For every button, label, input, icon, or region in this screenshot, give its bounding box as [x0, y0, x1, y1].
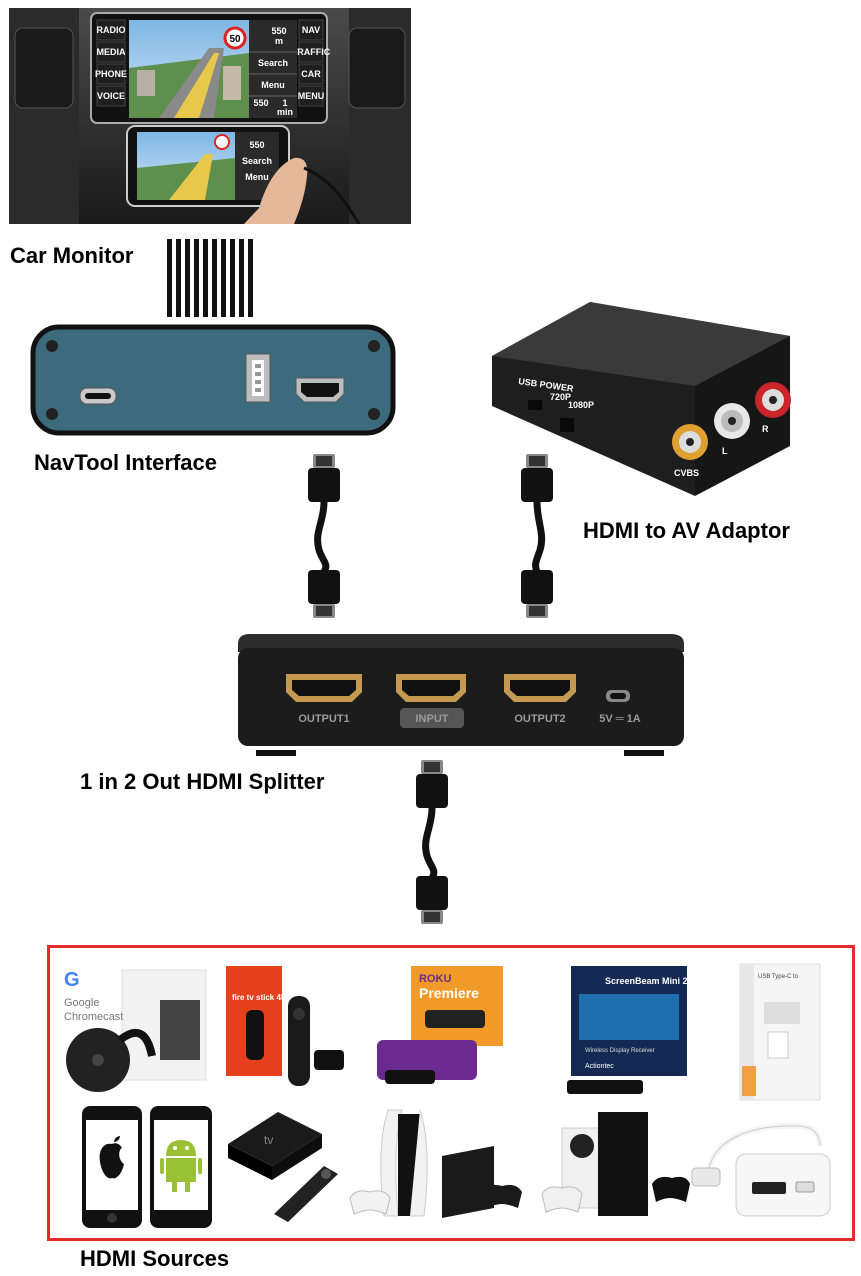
- svg-text:m: m: [275, 36, 283, 46]
- iphone-product: [80, 1104, 144, 1230]
- hdmi-cable-adaptor: [512, 452, 562, 620]
- svg-text:OUTPUT2: OUTPUT2: [514, 713, 565, 725]
- rca-r-jack: [755, 382, 791, 418]
- svg-text:ScreenBeam Mini 2: ScreenBeam Mini 2: [605, 976, 688, 986]
- hdmi-av-adaptor: USB POWER 720P 1080P CVBS L R: [490, 296, 802, 504]
- navtool-interface-box: [30, 324, 396, 436]
- svg-text:Menu: Menu: [245, 172, 269, 182]
- splitter-label: 1 in 2 Out HDMI Splitter: [80, 769, 325, 794]
- svg-text:NAV: NAV: [302, 25, 320, 35]
- splitter-output2-port: [504, 674, 576, 702]
- svg-text:R: R: [762, 424, 769, 434]
- head-unit-left-buttons: RADIO MEDIA PHONE VOICE: [95, 19, 127, 107]
- hdmi-cable-source: [407, 758, 457, 926]
- car-monitor-label: Car Monitor: [10, 243, 134, 268]
- firetv-product: fire tv stick 4K: [220, 960, 348, 1095]
- svg-text:VOICE: VOICE: [97, 91, 125, 101]
- svg-text:USB Type-C to: USB Type-C to: [758, 974, 799, 980]
- svg-text:CAR: CAR: [301, 69, 321, 79]
- navtool-label: NavTool Interface: [34, 450, 217, 475]
- appletv-product: tv: [222, 1104, 348, 1224]
- svg-text:tv: tv: [264, 1133, 273, 1147]
- svg-text:min: min: [277, 107, 293, 117]
- svg-text:OUTPUT1: OUTPUT1: [298, 713, 349, 725]
- svg-text:fire tv stick 4K: fire tv stick 4K: [232, 993, 287, 1002]
- ribbon-cable: [167, 239, 259, 317]
- svg-text:G: G: [64, 969, 80, 991]
- roku-product: ROKU Premiere: [375, 960, 505, 1098]
- hdmi-sources-box: [47, 945, 855, 1241]
- svg-text:TRAFFIC: TRAFFIC: [292, 47, 331, 57]
- svg-text:ROKU: ROKU: [419, 973, 451, 985]
- svg-text:1080P: 1080P: [568, 400, 594, 410]
- svg-text:720P: 720P: [550, 392, 571, 402]
- splitter-input-port: [396, 674, 466, 702]
- hdmi-port: [295, 377, 345, 403]
- svg-text:Wireless Display Receiver: Wireless Display Receiver: [585, 1048, 655, 1054]
- svg-text:550: 550: [249, 140, 264, 150]
- xbox-product: [540, 1108, 690, 1224]
- svg-text:550: 550: [253, 98, 268, 108]
- svg-text:L: L: [722, 446, 728, 456]
- svg-text:CVBS: CVBS: [674, 468, 699, 478]
- svg-text:Search: Search: [258, 58, 288, 68]
- svg-text:Premiere: Premiere: [419, 985, 479, 1001]
- svg-text:Google: Google: [64, 997, 99, 1009]
- svg-text:RADIO: RADIO: [97, 25, 126, 35]
- chromecast-product: G Google Chromecast: [60, 960, 210, 1095]
- head-unit-right-buttons: NAV TRAFFIC CAR MENU: [292, 19, 331, 107]
- svg-text:MENU: MENU: [298, 91, 325, 101]
- hdmi-cable-navtool: [299, 452, 349, 620]
- car-screen-map: 50: [129, 20, 249, 118]
- usb-a-port: [245, 353, 271, 403]
- lightning-hdmi-adapter-product: [690, 1120, 840, 1220]
- svg-text:Menu: Menu: [261, 80, 285, 90]
- j5-usbc-hdmi-product: USB Type-C to: [738, 962, 822, 1102]
- svg-text:Chromecast: Chromecast: [64, 1011, 123, 1023]
- screenbeam-product: ScreenBeam Mini 2 Wireless Display Recei…: [565, 962, 693, 1098]
- svg-text:Search: Search: [242, 156, 272, 166]
- hdmi-av-adaptor-label: HDMI to AV Adaptor: [583, 518, 790, 543]
- playstation-product: [346, 1106, 532, 1224]
- micro-usb-port: [79, 387, 117, 405]
- svg-text:50: 50: [229, 34, 241, 45]
- svg-text:MEDIA: MEDIA: [97, 47, 127, 57]
- svg-text:PHONE: PHONE: [95, 69, 127, 79]
- splitter-output1-port: [286, 674, 362, 702]
- splitter-power-port: [606, 690, 630, 702]
- svg-text:INPUT: INPUT: [416, 713, 449, 725]
- phone-mirror: 550 Search Menu: [126, 125, 290, 207]
- svg-text:Actiontec: Actiontec: [585, 1063, 614, 1070]
- rca-cvbs-jack: [672, 424, 708, 460]
- rca-l-jack: [714, 403, 750, 439]
- svg-text:1: 1: [282, 98, 287, 108]
- car-screen-panel: 550 m Search Menu 550 1 min: [249, 20, 297, 118]
- hdmi-sources-label: HDMI Sources: [80, 1246, 230, 1271]
- svg-text:5V ═ 1A: 5V ═ 1A: [599, 713, 640, 725]
- hdmi-splitter: OUTPUT1 INPUT OUTPUT2 5V ═ 1A: [234, 632, 686, 756]
- android-phone-product: [148, 1104, 214, 1230]
- svg-text:550: 550: [271, 26, 286, 36]
- car-monitor-photo: RADIO MEDIA PHONE VOICE NAV TRAFFIC CAR …: [9, 8, 411, 225]
